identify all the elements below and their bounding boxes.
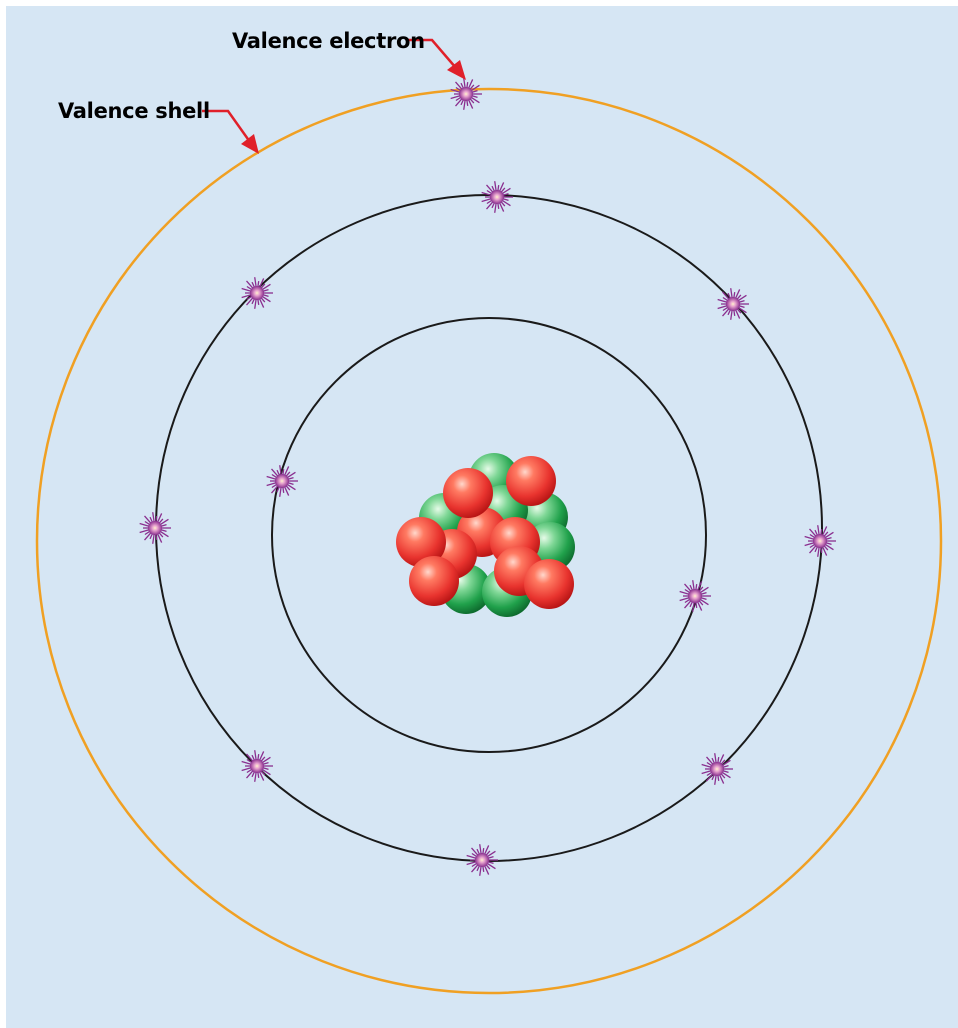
- proton: [409, 556, 459, 606]
- valence-electron-label: Valence electron: [232, 29, 425, 53]
- proton: [506, 456, 556, 506]
- proton: [524, 559, 574, 609]
- proton: [443, 468, 493, 518]
- valence-shell-label: Valence shell: [58, 99, 210, 123]
